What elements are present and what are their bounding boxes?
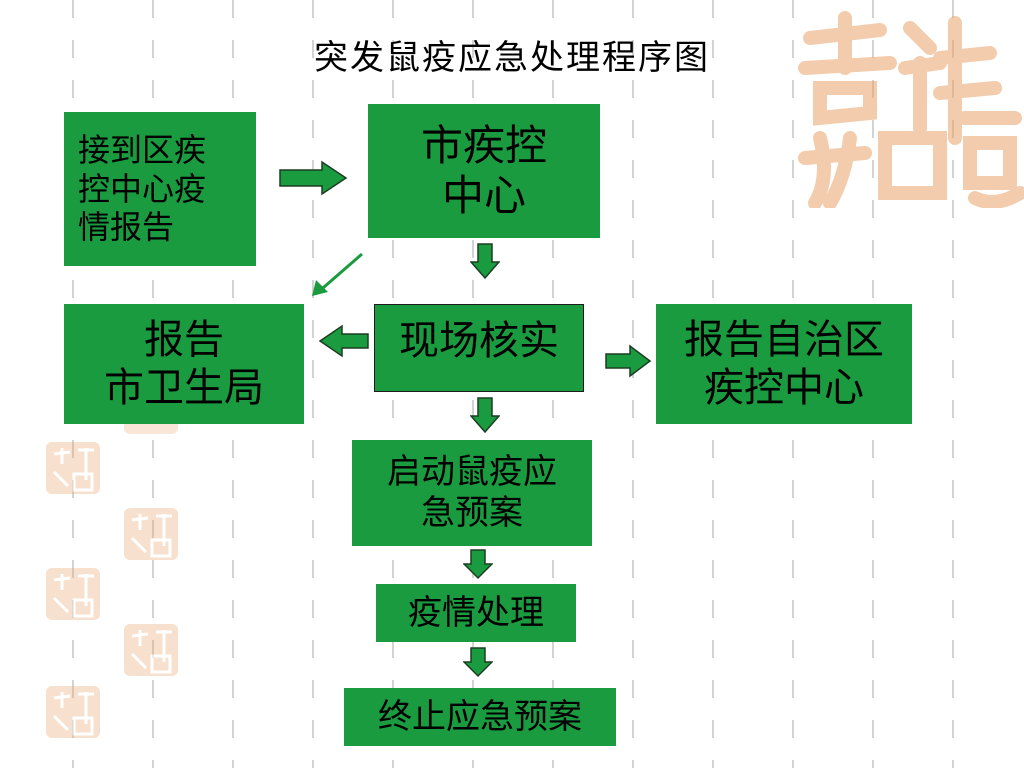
onsite-verify-box: 现场核实 bbox=[374, 304, 584, 392]
end-plan-box: 终止应急预案 bbox=[344, 688, 616, 746]
arrow-right-icon bbox=[605, 344, 652, 378]
auspicious-seal-small-1 bbox=[46, 442, 100, 494]
auspicious-seal-small-2 bbox=[124, 508, 178, 560]
city-cdc-box: 市疾控 中心 bbox=[368, 104, 600, 238]
receive-report-box: 接到区疾 控中心疫 情报告 bbox=[64, 112, 256, 266]
arrow-right-icon bbox=[279, 160, 348, 196]
report-health-bureau-box: 报告 市卫生局 bbox=[64, 304, 304, 424]
epidemic-handling-box: 疫情处理 bbox=[376, 584, 576, 642]
auspicious-seal-small-4 bbox=[124, 624, 178, 676]
start-plan-box: 启动鼠疫应 急预案 bbox=[352, 440, 592, 546]
page-title: 突发鼠疫应急处理程序图 bbox=[314, 38, 710, 78]
arrow-down-icon bbox=[463, 647, 493, 678]
auspicious-seal-small-5 bbox=[46, 686, 100, 738]
auspicious-seal-large bbox=[798, 11, 1024, 208]
arrow-left-icon bbox=[318, 324, 369, 358]
arrow-down-icon bbox=[470, 243, 500, 280]
auspicious-seal-small-3 bbox=[46, 568, 100, 620]
report-region-cdc-box: 报告自治区 疾控中心 bbox=[656, 304, 912, 424]
arrow-down-icon bbox=[470, 397, 500, 434]
arrow-down-icon bbox=[463, 549, 493, 580]
arrow-diagonal-icon bbox=[312, 252, 363, 296]
